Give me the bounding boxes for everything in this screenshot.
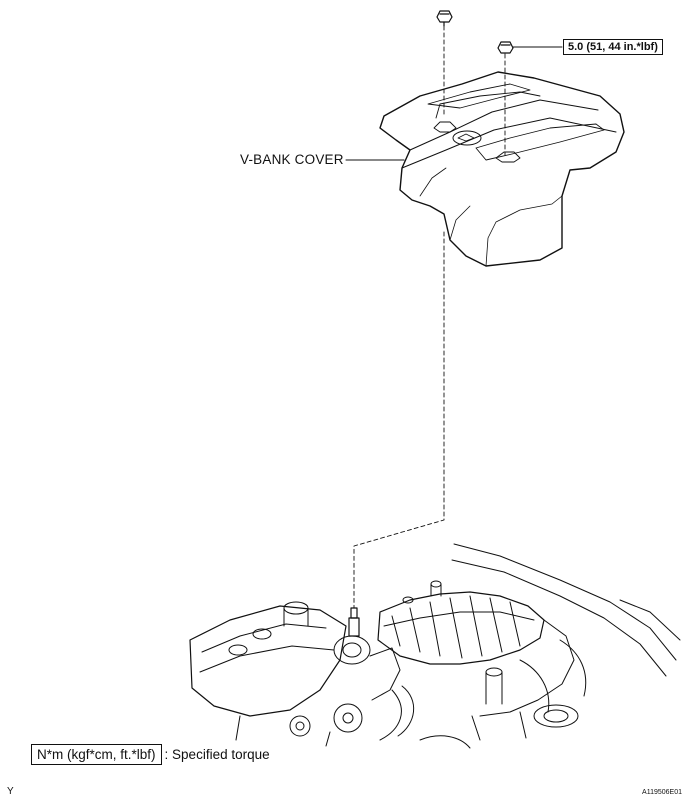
engine-assembly [189,543,681,749]
figure-id: A119506E01 [642,789,682,796]
torque-legend: N*m (kgf*cm, ft.*lbf) : Specified torque [31,744,270,765]
mount-alignment-line [353,231,445,609]
upper-nut [436,10,453,27]
torque-unit-box: N*m (kgf*cm, ft.*lbf) [31,744,162,765]
torque-spec-callout: 5.0 (51, 44 in.*lbf) [563,39,663,55]
v-bank-cover-label: V-BANK COVER [240,152,344,167]
v-bank-cover [379,71,625,267]
right-nut [497,41,514,54]
corner-mark: Y [7,786,14,797]
legend-description: Specified torque [172,747,270,762]
legend-separator: : [164,747,169,762]
mount-stud [348,607,360,637]
